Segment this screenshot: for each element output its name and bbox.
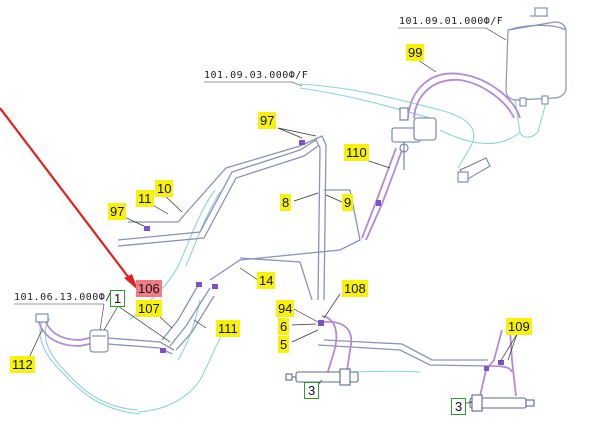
callout-111[interactable]: 111 — [216, 320, 240, 337]
filter-assembly-ref: 101.06.13.000Ф/F — [14, 292, 119, 303]
callout-109[interactable]: 109 — [506, 318, 532, 335]
callout-14[interactable]: 14 — [257, 272, 276, 289]
callout-6[interactable]: 6 — [278, 318, 290, 335]
callout-106-selected[interactable]: 106 — [136, 280, 162, 297]
callout-8[interactable]: 8 — [280, 194, 292, 211]
fuel-tank — [505, 7, 567, 107]
callout-94[interactable]: 94 — [276, 300, 295, 317]
callout-112[interactable]: 112 — [10, 356, 35, 373]
reference-leaders — [14, 27, 507, 331]
filter-unit — [35, 313, 109, 353]
tank-assembly-ref: 101.09.01.000Ф/F — [399, 16, 504, 27]
cylinder-left — [285, 368, 359, 386]
red-pointer-arrow — [0, 107, 138, 290]
leader-lines — [27, 57, 518, 405]
callout-5[interactable]: 5 — [278, 336, 290, 353]
steel-pipes — [107, 135, 489, 367]
cyan-outline-lines — [39, 83, 549, 415]
callout-108[interactable]: 108 — [342, 280, 368, 297]
callout-10[interactable]: 10 — [155, 180, 174, 197]
callout-1-sub-assembly[interactable]: 1 — [110, 290, 126, 307]
pump-assembly — [391, 107, 437, 170]
callout-97-left[interactable]: 97 — [108, 203, 127, 220]
callout-99[interactable]: 99 — [406, 44, 425, 61]
callout-9[interactable]: 9 — [342, 194, 354, 211]
elbow-fitting — [457, 157, 491, 183]
callout-110[interactable]: 110 — [344, 144, 369, 161]
hose-joints — [144, 140, 504, 371]
callout-107[interactable]: 107 — [136, 300, 162, 317]
callout-11[interactable]: 11 — [136, 190, 154, 207]
cylinder-right — [469, 394, 535, 412]
callout-3-right-cylinder[interactable]: 3 — [451, 398, 467, 415]
callout-97-top[interactable]: 97 — [258, 112, 277, 129]
flexible-hoses — [37, 72, 521, 397]
callout-3-left-cylinder[interactable]: 3 — [304, 382, 320, 399]
pipe-assembly-ref: 101.09.03.000Ф/F — [204, 70, 309, 81]
